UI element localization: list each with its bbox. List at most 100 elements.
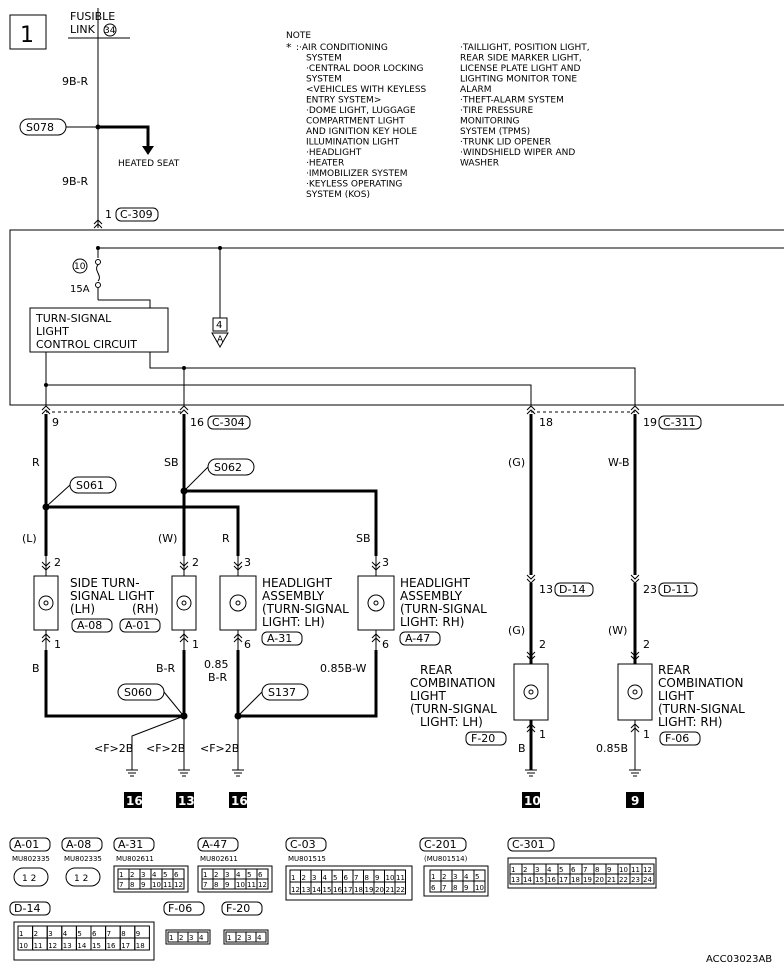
ground-point-box-2 — [176, 792, 194, 808]
rear-lh-label-5: LIGHT: LH) — [420, 715, 483, 729]
d14-pin-number: 16 — [107, 942, 116, 950]
hl-rh-label-2: ASSEMBLY — [400, 589, 463, 603]
note-line: COMPARTMENT LIGHT — [306, 117, 405, 127]
wire-color-b: B — [32, 662, 40, 675]
a31-pin-number: 7 — [119, 881, 123, 889]
lh-rear-bus — [46, 384, 532, 405]
fuse-terminal-top — [95, 259, 101, 265]
note-line: ENTRY SYSTEM> — [306, 96, 381, 106]
ground-point-box-5 — [626, 792, 644, 808]
ground-harness-left — [44, 650, 184, 718]
fuse-element — [96, 264, 100, 282]
c301-housing — [507, 857, 657, 889]
hl-lh-label-1: HEADLIGHT — [262, 576, 333, 590]
ground-point-4: 10 — [524, 794, 541, 808]
rear-rh-label-1: REAR — [658, 663, 690, 677]
d14-tag — [9, 901, 51, 916]
side-lh-pin-top: 2 — [54, 556, 61, 569]
f06-pin-cell — [197, 931, 209, 943]
f20-housing — [223, 929, 269, 945]
c03-pin-number: 18 — [354, 886, 363, 894]
d14-pin-number: 10 — [19, 942, 28, 950]
a31-pin-number: 8 — [130, 881, 134, 889]
s062-branch-wire — [184, 489, 378, 556]
rear-rh-pin-top: 2 — [643, 638, 650, 651]
fuse-number-circle — [72, 258, 88, 274]
note-line: ·WINDSHIELD WIPER AND — [460, 148, 575, 158]
a31-pin-number: 12 — [174, 881, 183, 889]
ground-point-box-4 — [522, 792, 540, 808]
conn-a31-tag — [261, 631, 303, 646]
hl-lh-label-2: ASSEMBLY — [262, 589, 325, 603]
c309-label: C-309 — [120, 208, 153, 221]
side-rh-chevron-bottom — [179, 633, 189, 643]
rear-lh-pin-bottom: 1 — [539, 728, 546, 741]
a01-pins: 1 2 — [22, 874, 36, 884]
c03-pin-number: 21 — [386, 886, 395, 894]
c201-tag-label: C-201 — [424, 838, 457, 851]
conn-a08-tag — [71, 618, 113, 633]
c03-pin-cell — [394, 881, 406, 895]
d14-pin-number: 4 — [63, 930, 68, 938]
c03-pin-number: 20 — [375, 886, 384, 894]
f20-tag — [221, 901, 263, 916]
rear-rh-pin-bottom: 1 — [643, 728, 650, 741]
note-column-2: ·TAILLIGHT, POSITION LIGHT,REAR SIDE MAR… — [460, 43, 590, 169]
d14-pin-number: 9 — [136, 930, 140, 938]
hl-rh-lamp-icon — [367, 594, 385, 612]
d14-pin-label: 13 — [539, 583, 553, 596]
c301-pin-number: 6 — [571, 866, 576, 874]
d14-pin-cell — [134, 937, 150, 951]
a47-pin-number: 12 — [258, 881, 267, 889]
c03-pin-number: 1 — [291, 874, 295, 882]
a47-pin-number: 2 — [214, 871, 218, 879]
c03-pin-number: 7 — [354, 874, 358, 882]
ground-symbol-1 — [126, 769, 138, 777]
conn-a01-tag — [119, 618, 161, 633]
c201-pin-number: 6 — [431, 884, 436, 892]
c301-pin-number: 7 — [583, 866, 587, 874]
a31-pin-number: 6 — [174, 871, 179, 879]
wire-color-r-2: R — [222, 532, 230, 545]
pin18-label: 18 — [539, 416, 553, 429]
rear-rh-lamp-icon — [627, 684, 643, 700]
fusible-link-label: FUSIBLE — [70, 10, 115, 23]
splice-s060-label: S060 — [124, 686, 152, 699]
hl-rh-pin-bottom: 6 — [382, 638, 389, 651]
a47-pin-number: 1 — [203, 871, 207, 879]
side-rh-pin-bottom: 1 — [192, 638, 199, 651]
d14-pin-number: 8 — [121, 930, 125, 938]
d11-chevron — [630, 574, 640, 584]
a31-part-number: MU802611 — [116, 855, 154, 863]
note-line: MONITORING — [460, 117, 519, 127]
note-line: ·TIRE PRESSURE — [460, 106, 533, 116]
d14-pin-number: 6 — [92, 930, 97, 938]
c201-pin-number: 2 — [442, 873, 446, 881]
d14-pin-number: 1 — [19, 930, 23, 938]
c201-pin-number: 4 — [464, 873, 469, 881]
a31-pin-number: 1 — [119, 871, 123, 879]
note-line: ·CENTRAL DOOR LOCKING — [306, 64, 424, 74]
d14-pin-number: 15 — [92, 942, 101, 950]
rear-rh-label-5: LIGHT: RH) — [658, 715, 722, 729]
a01-part-number: MU802335 — [12, 855, 50, 863]
c03-pin-number: 4 — [323, 874, 328, 882]
c201-pin-number: 3 — [453, 873, 457, 881]
d11-label: D-11 — [663, 583, 689, 596]
a47-housing — [197, 865, 273, 893]
heated-seat-wire — [98, 125, 150, 148]
wire-color-085-1: 0.85 — [204, 658, 229, 671]
c304-pin-label: 16 — [190, 416, 204, 429]
ground-symbol-3 — [232, 769, 244, 777]
d14-pin-number: 17 — [121, 942, 130, 950]
a31-pin-number: 3 — [141, 871, 145, 879]
c304-tag — [207, 415, 251, 430]
pin16-chevron — [179, 405, 189, 415]
c201-part-number: (MU801514) — [424, 855, 468, 863]
a31-tag-label: A-31 — [118, 838, 143, 851]
rear-lh-chevron-top — [526, 651, 536, 661]
c03-pin-number: 3 — [312, 874, 316, 882]
c03-pin-number: 9 — [375, 874, 379, 882]
a47-tag — [197, 837, 239, 852]
